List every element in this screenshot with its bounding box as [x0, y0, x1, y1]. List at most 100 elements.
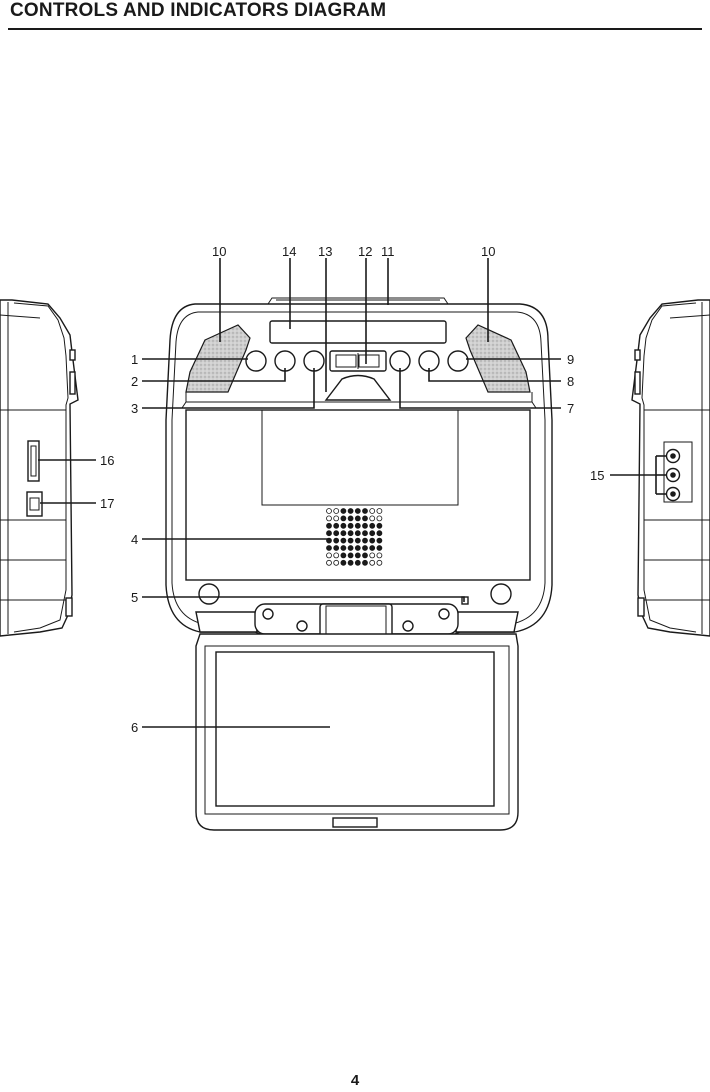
screen-latch [332, 817, 378, 828]
callout-14: 14 [282, 244, 296, 259]
speaker-hole [369, 522, 376, 529]
page-title: CONTROLS AND INDICATORS DIAGRAM [10, 0, 387, 21]
callout-12: 12 [358, 244, 372, 259]
speaker-hole [340, 508, 347, 514]
speaker-hole [354, 545, 361, 551]
front-view [165, 297, 553, 641]
right-side-view [631, 299, 710, 637]
page-header: CONTROLS AND INDICATORS DIAGRAM [8, 0, 702, 30]
speaker-hole [376, 537, 383, 544]
callout-2: 2 [131, 374, 138, 389]
speaker-hole [369, 530, 376, 537]
speaker-hole [362, 522, 368, 529]
screw-cover-left [198, 583, 220, 605]
speaker-hole [362, 559, 368, 566]
av-input-jacks [665, 448, 681, 502]
speaker-hole [340, 559, 347, 566]
speaker-hole [333, 530, 340, 537]
speaker-hole [354, 537, 361, 544]
callout-3: 3 [131, 401, 138, 416]
speaker-hole [347, 552, 354, 559]
leader-lines [38, 258, 666, 728]
speaker-hole [340, 537, 347, 544]
speaker-hole [340, 530, 347, 537]
speaker-hole [369, 515, 376, 522]
dome-light-lens [185, 409, 531, 581]
speaker-hole [347, 515, 354, 522]
speaker-hole [362, 537, 368, 544]
speaker-hole [362, 545, 368, 551]
speaker-hole-grid [326, 508, 383, 566]
callout-11: 11 [381, 244, 395, 259]
lcd-screen [215, 651, 495, 807]
callout-7: 7 [567, 401, 574, 416]
screen-release-button[interactable] [461, 596, 469, 605]
callout-6: 6 [131, 720, 138, 735]
speaker-hole [354, 508, 361, 514]
speaker-hole [326, 515, 332, 522]
ir-display-window [269, 320, 447, 344]
callout-1: 1 [131, 352, 138, 367]
speaker-hole [354, 559, 361, 566]
speaker-hole [362, 552, 368, 559]
speaker-hole [333, 522, 340, 529]
callout-4: 4 [131, 532, 138, 547]
page-number: 4 [350, 1072, 360, 1089]
speaker-hole [326, 522, 332, 529]
speaker-hole [376, 545, 383, 551]
speaker-hole [333, 515, 340, 522]
speaker-hole [369, 545, 376, 551]
speaker-hole [369, 537, 376, 544]
callout-10-right: 10 [481, 244, 495, 259]
button-9[interactable] [447, 350, 469, 372]
callout-labels: 10 14 13 12 11 10 1 2 3 9 8 7 4 5 6 16 1… [100, 244, 604, 735]
speaker-hole [333, 545, 340, 551]
callout-9: 9 [567, 352, 574, 367]
speaker-hole [340, 552, 347, 559]
speaker-hole [354, 552, 361, 559]
speaker-hole [376, 552, 383, 559]
speaker-hole [326, 508, 332, 514]
speaker-hole [347, 522, 354, 529]
speaker-hole [340, 545, 347, 551]
button-1[interactable] [245, 350, 267, 372]
lcd-screen-assembly [195, 633, 519, 831]
speaker-hole [333, 559, 340, 566]
speaker-hole [347, 537, 354, 544]
speaker-hole [347, 559, 354, 566]
speaker-hole [362, 515, 368, 522]
callout-15: 15 [590, 468, 604, 483]
screw-cover-right [490, 583, 512, 605]
speaker-hole [369, 508, 376, 514]
speaker-hole [333, 508, 340, 514]
speaker-hole [354, 515, 361, 522]
speaker-hole [369, 552, 376, 559]
speaker-hole [376, 559, 383, 566]
speaker-hole [333, 552, 340, 559]
speaker-hole [347, 530, 354, 537]
speaker-hole [347, 508, 354, 514]
speaker-hole [340, 515, 347, 522]
left-side-view [0, 299, 79, 637]
speaker-hole [376, 508, 383, 514]
speaker-hole [326, 559, 332, 566]
speaker-hole [347, 545, 354, 551]
callout-5: 5 [131, 590, 138, 605]
speaker-hole [326, 545, 332, 551]
usb-port [26, 491, 43, 517]
speaker-hole [362, 530, 368, 537]
speaker-hole [376, 522, 383, 529]
speaker-hole [354, 522, 361, 529]
control-buttons [245, 350, 469, 372]
callout-17: 17 [100, 496, 114, 511]
sd-card-slot [27, 440, 40, 482]
dome-light [324, 374, 392, 401]
speaker-hole [376, 515, 383, 522]
speaker-hole [376, 530, 383, 537]
speaker-hole [369, 559, 376, 566]
callout-13: 13 [318, 244, 332, 259]
callout-10-left: 10 [212, 244, 226, 259]
speaker-hole [354, 530, 361, 537]
callout-8: 8 [567, 374, 574, 389]
